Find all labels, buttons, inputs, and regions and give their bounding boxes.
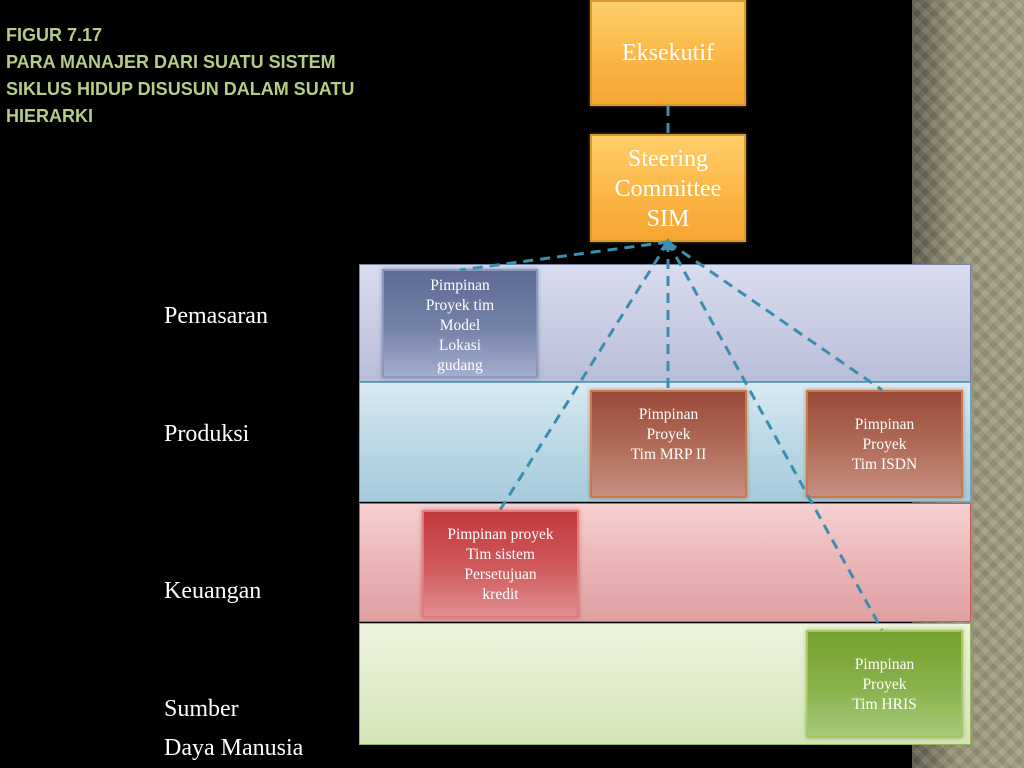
node-persetujuan-kredit-label: Pimpinan proyek Tim sistem Persetujuan k… — [447, 526, 554, 603]
node-persetujuan-kredit[interactable]: Pimpinan proyek Tim sistem Persetujuan k… — [422, 510, 579, 618]
node-model-lokasi-gudang[interactable]: Pimpinan Proyek tim Model Lokasi gudang — [382, 269, 538, 378]
label-sumber: Sumber — [164, 696, 239, 722]
node-hris-label: Pimpinan Proyek Tim HRIS — [852, 656, 917, 713]
node-eksekutif-label: Eksekutif — [622, 39, 714, 66]
label-produksi: Produksi — [164, 421, 250, 447]
node-isdn[interactable]: Pimpinan Proyek Tim ISDN — [806, 390, 963, 498]
title-line-1: FIGUR 7.17 — [6, 25, 103, 45]
label-pemasaran: Pemasaran — [164, 303, 268, 329]
node-steering-committee[interactable]: Steering Committee SIM — [590, 134, 746, 242]
title-line-2: PARA MANAJER DARI SUATU SISTEM — [6, 52, 336, 72]
node-model-lokasi-gudang-label: Pimpinan Proyek tim Model Lokasi gudang — [425, 277, 495, 374]
node-mrp-ii-label: Pimpinan Proyek Tim MRP II — [630, 406, 707, 463]
label-keuangan: Keuangan — [164, 578, 262, 604]
node-isdn-label: Pimpinan Proyek Tim ISDN — [851, 416, 918, 473]
label-daya-manusia: Daya Manusia — [164, 735, 304, 761]
node-hris[interactable]: Pimpinan Proyek Tim HRIS — [806, 630, 963, 738]
node-mrp-ii[interactable]: Pimpinan Proyek Tim MRP II — [590, 390, 747, 498]
slide-title: FIGUR 7.17 PARA MANAJER DARI SUATU SISTE… — [6, 22, 406, 130]
node-steering-committee-label: Steering Committee SIM — [614, 146, 722, 232]
title-line-3: SIKLUS HIDUP DISUSUN DALAM SUATU — [6, 79, 355, 99]
title-line-4: HIERARKI — [6, 106, 94, 126]
node-eksekutif[interactable]: Eksekutif — [590, 0, 746, 106]
